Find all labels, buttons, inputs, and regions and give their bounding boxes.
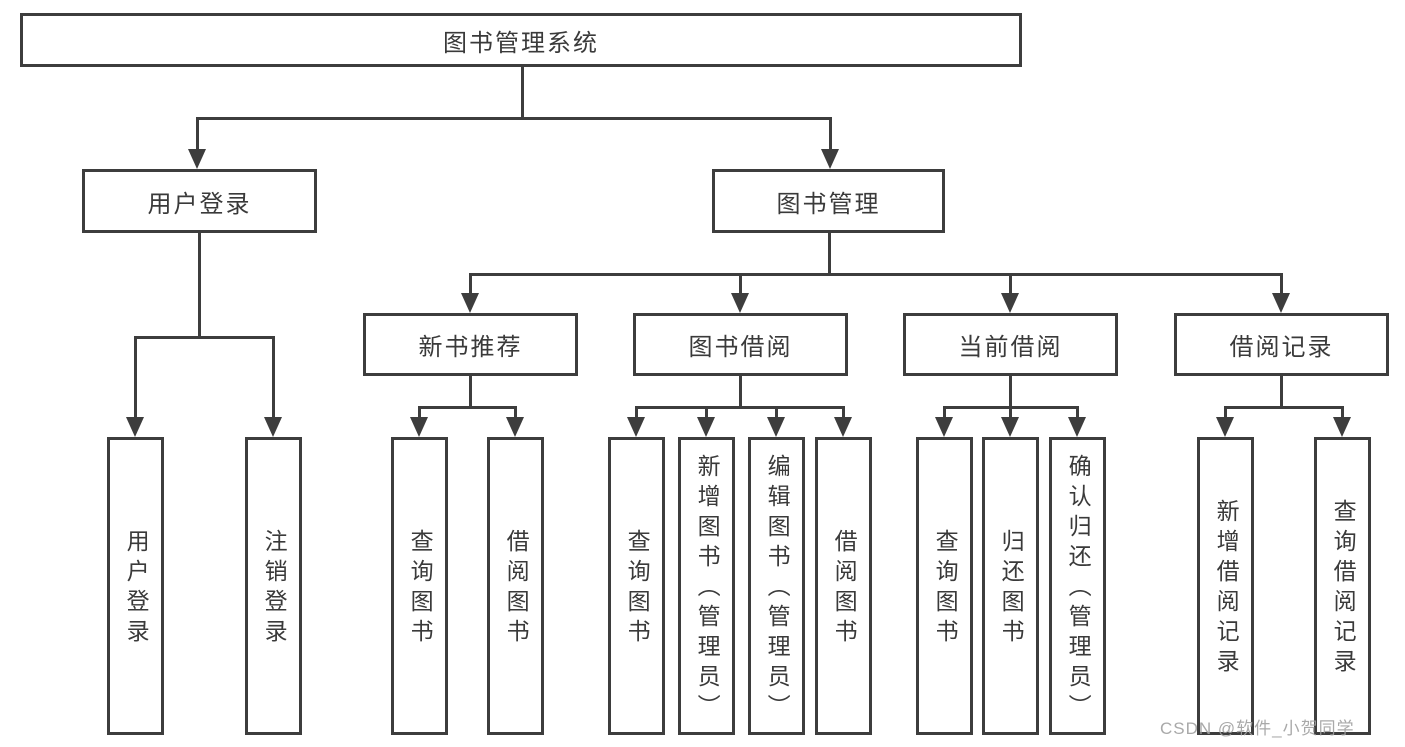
node-new-book-recommend: 新书推荐	[363, 313, 578, 376]
connector-user-login-stem	[198, 233, 201, 336]
connector-level3-rail	[469, 273, 1282, 276]
connector-new-book-rail	[418, 406, 517, 409]
connector-book-borrow-rail	[635, 406, 845, 409]
node-user-login: 用户登录	[82, 169, 317, 233]
connector-drop-book-borrow	[739, 273, 742, 293]
csdn-watermark: CSDN @软件_小贺同学	[1160, 719, 1355, 738]
arrowhead-cb-confirm	[1068, 417, 1086, 437]
leaf-bb-query-book: 查询图书	[608, 437, 665, 735]
leaf-cb-confirm-return-admin: 确认归还（管理员）	[1049, 437, 1106, 735]
arrowhead-user-login	[188, 149, 206, 169]
connector-book-borrow-stem	[739, 376, 742, 406]
arrowhead-bb-query	[627, 417, 645, 437]
leaf-br-add-record: 新增借阅记录	[1197, 437, 1254, 735]
arrowhead-bb-add	[697, 417, 715, 437]
leaf-bb-borrow-book: 借阅图书	[815, 437, 872, 735]
connector-drop-nb-query	[418, 406, 421, 417]
node-book-borrow: 图书借阅	[633, 313, 848, 376]
connector-drop-bb-edit	[775, 406, 778, 417]
arrowhead-new-book	[461, 293, 479, 313]
arrowhead-current-borrow	[1001, 293, 1019, 313]
connector-user-login-rail	[134, 336, 275, 339]
arrowhead-borrow-record	[1272, 293, 1290, 313]
node-current-borrow: 当前借阅	[903, 313, 1118, 376]
node-root: 图书管理系统	[20, 13, 1022, 67]
leaf-nb-query-book: 查询图书	[391, 437, 448, 735]
connector-current-borrow-stem	[1009, 376, 1012, 406]
connector-borrow-record-stem	[1280, 376, 1283, 406]
connector-borrow-record-rail	[1224, 406, 1344, 409]
connector-drop-user-login	[196, 117, 199, 149]
arrowhead-nb-borrow	[506, 417, 524, 437]
connector-drop-book-mgmt	[829, 117, 832, 149]
arrowhead-br-add	[1216, 417, 1234, 437]
connector-new-book-stem	[469, 376, 472, 406]
leaf-bb-edit-book-admin: 编辑图书（管理员）	[748, 437, 805, 735]
leaf-bb-add-book-admin: 新增图书（管理员）	[678, 437, 735, 735]
arrowhead-cb-query	[935, 417, 953, 437]
leaf-user-login: 用户登录	[107, 437, 164, 735]
arrowhead-br-query	[1333, 417, 1351, 437]
connector-drop-bb-add	[705, 406, 708, 417]
connector-drop-new-book	[469, 273, 472, 293]
arrowhead-book-borrow	[731, 293, 749, 313]
connector-drop-br-add	[1224, 406, 1227, 417]
arrowhead-cb-return	[1001, 417, 1019, 437]
arrowhead-nb-query	[410, 417, 428, 437]
arrowhead-leaf-logout	[264, 417, 282, 437]
leaf-br-query-record: 查询借阅记录	[1314, 437, 1371, 735]
connector-drop-cb-confirm	[1076, 406, 1079, 417]
connector-drop-cb-query	[943, 406, 946, 417]
arrowhead-leaf-user-login	[126, 417, 144, 437]
connector-root-stem	[521, 67, 524, 119]
connector-drop-cb-return	[1009, 406, 1012, 417]
connector-level2-rail	[196, 117, 832, 120]
connector-drop-current-borrow	[1009, 273, 1012, 293]
connector-drop-bb-borrow	[842, 406, 845, 417]
node-book-management: 图书管理	[712, 169, 945, 233]
arrowhead-bb-edit	[767, 417, 785, 437]
connector-drop-leaf-user-login	[134, 336, 137, 417]
connector-drop-borrow-record	[1280, 273, 1283, 293]
arrowhead-book-mgmt	[821, 149, 839, 169]
leaf-cb-return-book: 归还图书	[982, 437, 1039, 735]
leaf-logout-login: 注销登录	[245, 437, 302, 735]
connector-drop-nb-borrow	[514, 406, 517, 417]
arrowhead-bb-borrow	[834, 417, 852, 437]
connector-drop-br-query	[1341, 406, 1344, 417]
connector-drop-bb-query	[635, 406, 638, 417]
connector-drop-leaf-logout	[272, 336, 275, 417]
connector-book-mgmt-stem	[828, 233, 831, 273]
leaf-nb-borrow-book: 借阅图书	[487, 437, 544, 735]
node-borrow-records: 借阅记录	[1174, 313, 1389, 376]
leaf-cb-query-book: 查询图书	[916, 437, 973, 735]
